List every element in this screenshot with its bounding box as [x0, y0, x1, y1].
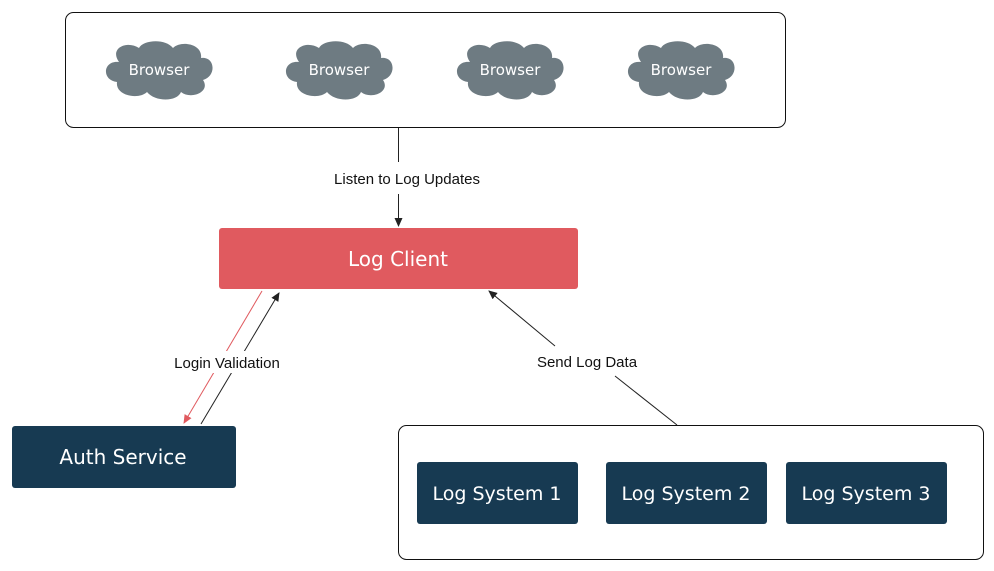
browser-label: Browser [651, 61, 713, 79]
browser-cloud-2: Browser [285, 41, 393, 100]
edge-label-login: Login Validation [174, 355, 280, 372]
log-system-label: Log System 3 [802, 483, 931, 505]
browser-cloud-4: Browser [627, 41, 735, 100]
log-system-3-node: Log System 3 [786, 462, 947, 524]
auth-service-node: Auth Service [12, 426, 236, 488]
auth-service-label: Auth Service [59, 445, 186, 469]
log-system-1-node: Log System 1 [417, 462, 578, 524]
edge-label-bg-login [168, 351, 286, 373]
log-system-label: Log System 1 [433, 483, 562, 505]
browser-label: Browser [480, 61, 542, 79]
log-system-2-node: Log System 2 [606, 462, 767, 524]
browser-label: Browser [129, 61, 191, 79]
edge-label-send: Send Log Data [537, 354, 638, 371]
browser-cloud-1: Browser [105, 41, 213, 100]
browser-label: Browser [309, 61, 371, 79]
edge-label-listen: Listen to Log Updates [334, 171, 480, 188]
log-client-label: Log Client [348, 247, 448, 271]
browser-cloud-3: Browser [456, 41, 564, 100]
edge-arrow-send [488, 290, 556, 347]
browsers-container [65, 12, 786, 128]
edge-line-send-bottom [614, 375, 678, 426]
log-client-node: Log Client [219, 228, 578, 289]
log-system-label: Log System 2 [622, 483, 751, 505]
